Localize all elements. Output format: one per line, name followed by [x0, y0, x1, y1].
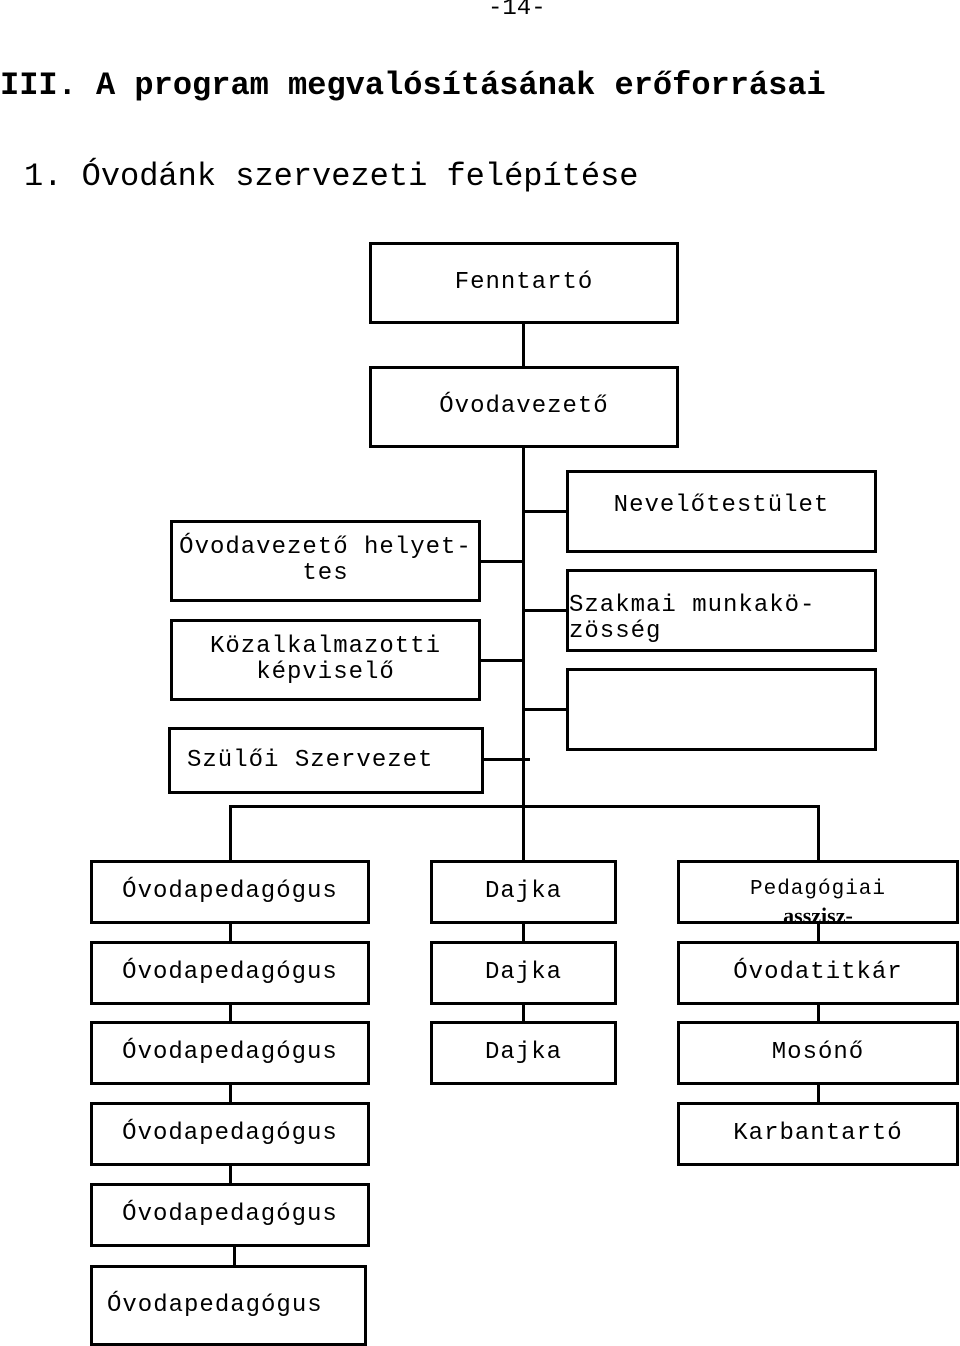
ovodapedagogus-box-6: Óvodapedagógus: [90, 1265, 367, 1346]
connector-dajka-1-2: [522, 922, 525, 942]
connector-kozalkalmazotti: [479, 659, 524, 662]
connector-ped-3-4: [229, 1083, 232, 1104]
ovodapedagogus-box-3: Óvodapedagógus: [90, 1021, 370, 1085]
connector-middle-drop: [522, 805, 525, 862]
connector-szuloi: [483, 758, 530, 761]
fenntarto-box: Fenntartó: [369, 242, 679, 324]
connector-staff-1-2: [817, 922, 820, 942]
ovodavezeto-box: Óvodavezető: [369, 366, 679, 448]
ovodapedagogus-box-4: Óvodapedagógus: [90, 1102, 370, 1166]
connector-helyettes: [479, 560, 524, 563]
nevelotestulet-box: Nevelőtestület: [566, 470, 877, 553]
section-heading: 1. Óvodánk szervezeti felépítése: [24, 158, 639, 195]
page-number: -14-: [488, 0, 546, 22]
dajka-box-2: Dajka: [430, 941, 617, 1005]
pedagogiai-asszisztens-box: Pedagógiai asszisz- tens: [677, 860, 959, 924]
connector-main-trunk: [522, 446, 525, 836]
connector-left-drop: [229, 805, 232, 862]
ovodapedagogus-box-5: Óvodapedagógus: [90, 1183, 370, 1247]
helyettes-box: Óvodavezető helyet-tes: [170, 520, 481, 602]
dajka-box-3: Dajka: [430, 1021, 617, 1085]
karbantarto-box: Karbantartó: [677, 1102, 959, 1166]
connector-ped-4-5: [229, 1164, 232, 1185]
connector-staff-3-4: [817, 1083, 820, 1104]
connector-szakmai: [522, 609, 568, 612]
ovodapedagogus-box-2: Óvodapedagógus: [90, 941, 370, 1005]
chapter-heading: III. A program megvalósításának erőforrá…: [0, 67, 826, 104]
connector-nevelotestulet: [522, 510, 568, 513]
empty-box: [566, 668, 877, 751]
ovodatitkar-box: Óvodatitkár: [677, 941, 959, 1005]
szuloi-szervezet-box: Szülői Szervezet: [168, 727, 484, 794]
connector-ped-1-2: [229, 922, 232, 942]
ovodapedagogus-box-1: Óvodapedagógus: [90, 860, 370, 924]
connector-staff-2-3: [817, 1003, 820, 1023]
connector-fenntarto-vezeto: [522, 322, 525, 368]
szakmai-munkakozosseg-box: Szakmai munkakö-zösség: [566, 569, 877, 652]
connector-empty-box: [522, 708, 568, 711]
dajka-box-1: Dajka: [430, 860, 617, 924]
mosono-box: Mosónő: [677, 1021, 959, 1085]
connector-ped-2-3: [229, 1003, 232, 1023]
connector-right-drop: [817, 805, 820, 862]
connector-ped-5-6: [233, 1245, 236, 1266]
connector-dajka-2-3: [522, 1003, 525, 1023]
